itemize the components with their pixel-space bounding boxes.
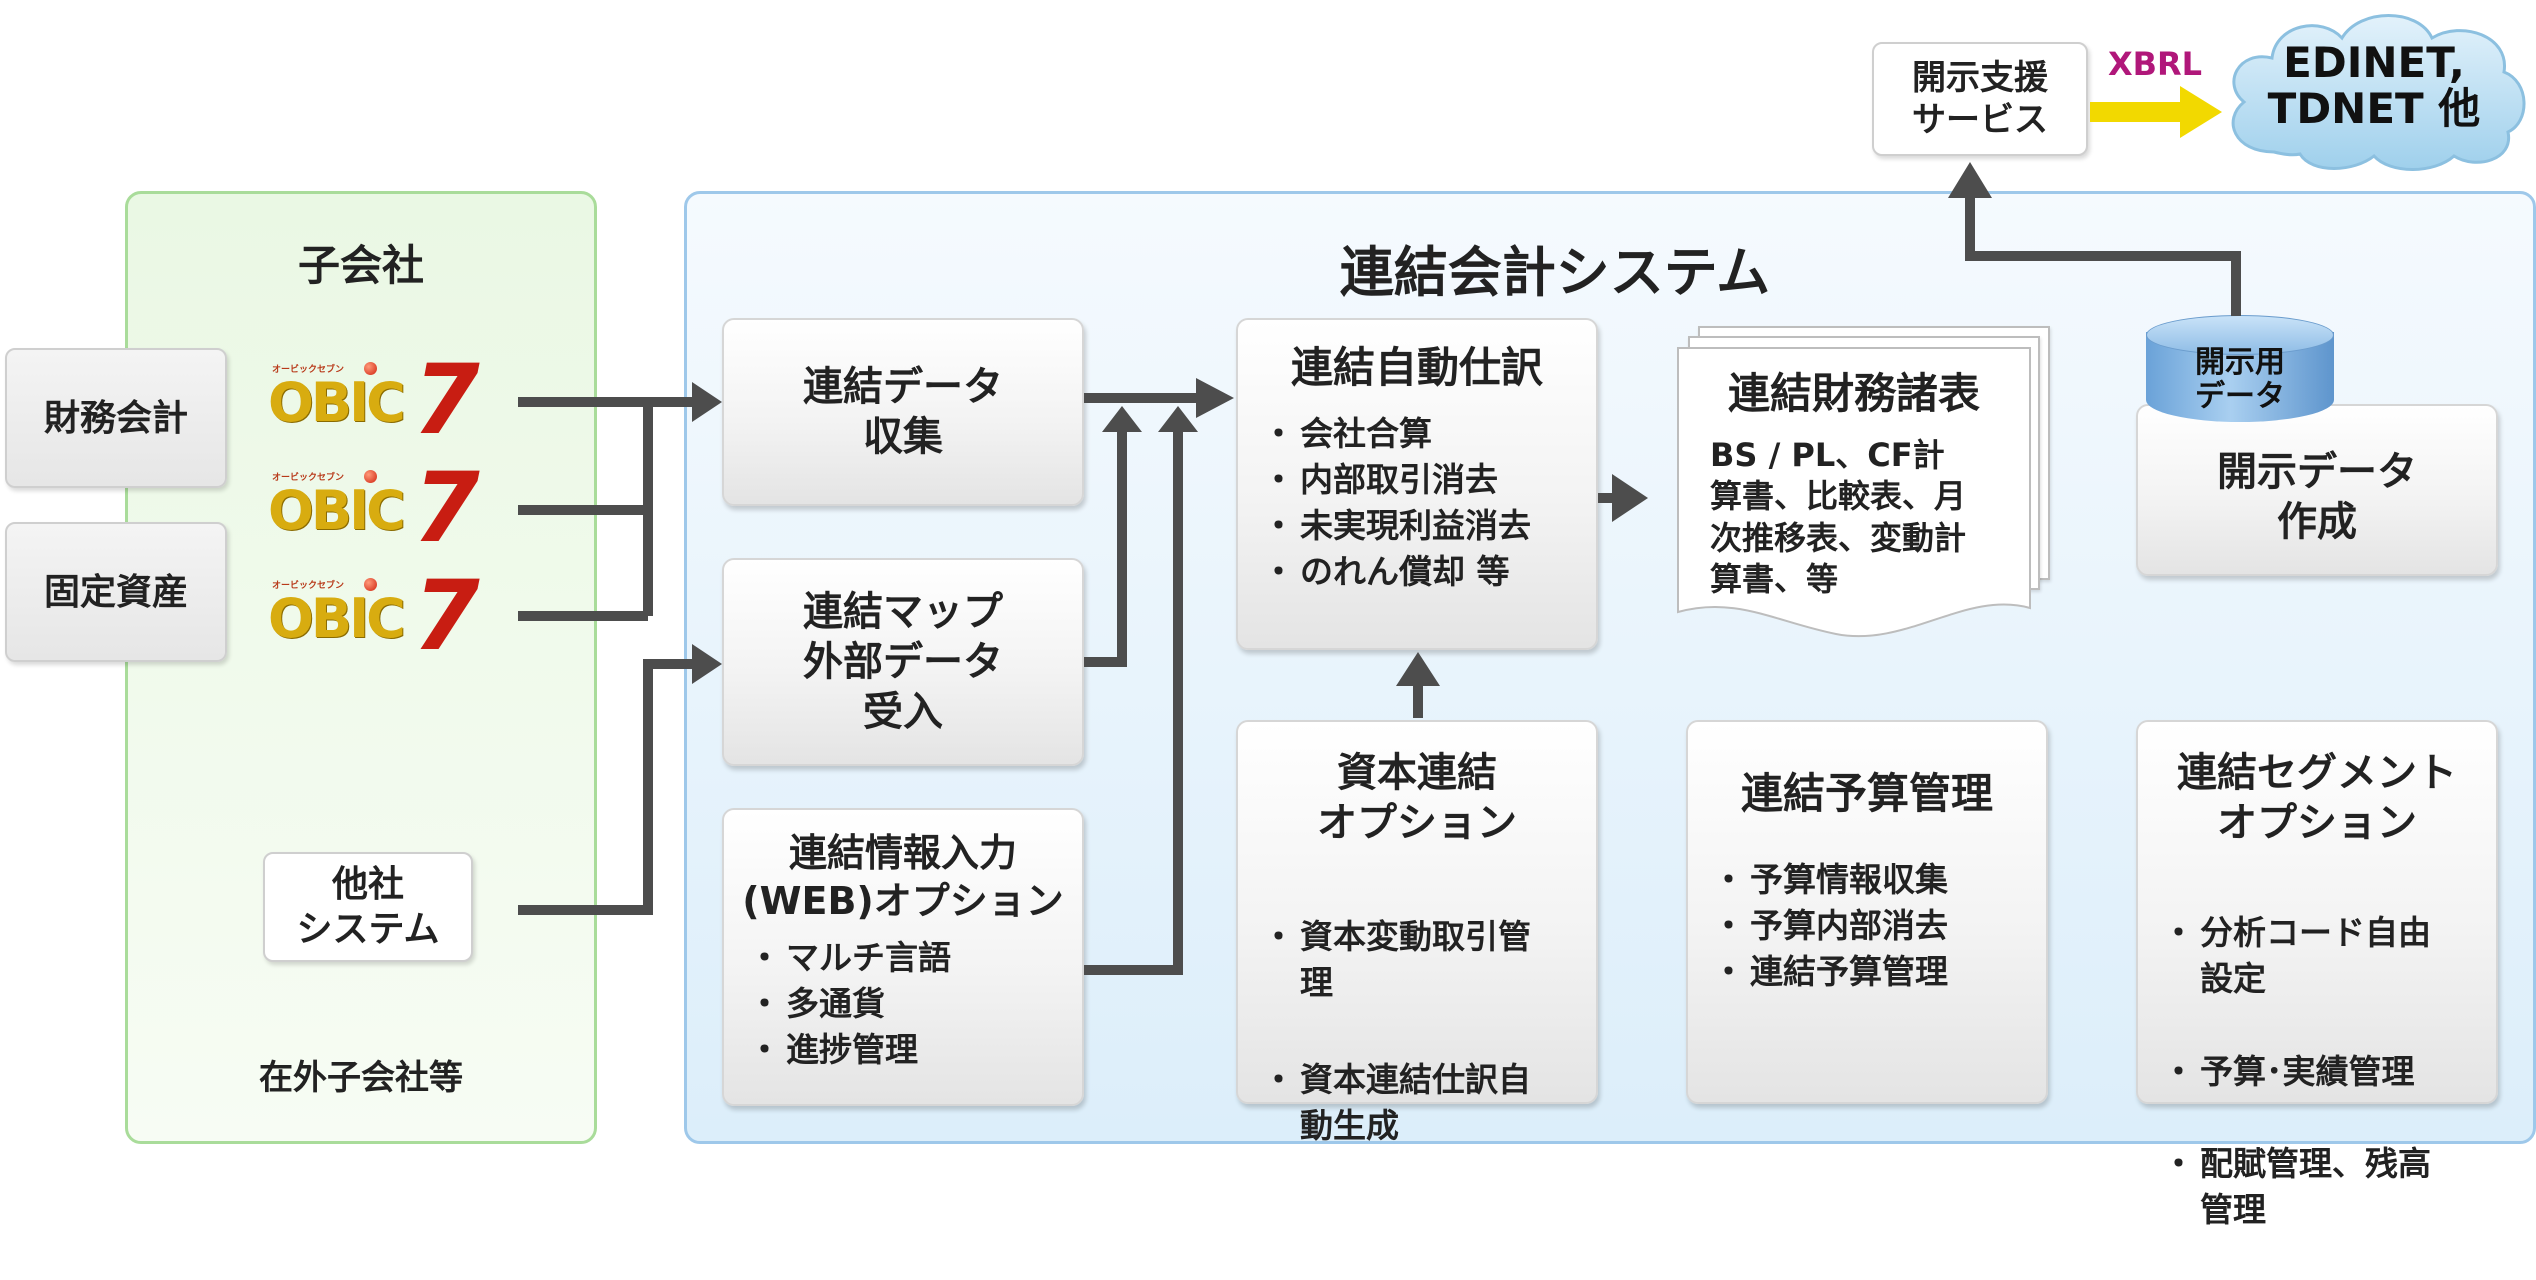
subsidiary-footer: 在外子会社等 xyxy=(259,1058,463,1098)
financial-statements-title: 連結財務諸表 xyxy=(1727,369,1980,418)
financial-accounting-box: 財務会計 xyxy=(5,348,227,488)
fixed-assets-box: 固定資産 xyxy=(5,522,227,662)
list-item: マルチ言語 xyxy=(748,935,1082,981)
other-system-label: 他社 システム xyxy=(296,864,440,950)
disclosure-support-box: 開示支援 サービス xyxy=(1872,42,2088,156)
disclosure-data-title: 開示データ 作成 xyxy=(2217,449,2417,545)
auto-journal-title: 連結自動仕訳 xyxy=(1290,343,1543,392)
list-item: 予算･実績管理 xyxy=(2162,1049,2496,1095)
financial-statements-body: BS / PL、CF計 算書、比較表、月 次推移表、変動計 算書、等 xyxy=(1710,435,1967,599)
budget-management-box: 連結予算管理 予算情報収集 予算内部消去 連結予算管理 xyxy=(1686,720,2048,1104)
capital-option-title: 資本連結 オプション xyxy=(1317,750,1517,846)
capital-option-box: 資本連結 オプション 資本変動取引管 理 資本連結仕訳自 動生成 xyxy=(1236,720,1598,1145)
disclosure-support-title: 開示支援 サービス xyxy=(1912,57,2048,141)
financial-accounting-label: 財務会計 xyxy=(43,397,188,439)
auto-journal-list: 会社合算 内部取引消去 未実現利益消去 のれん償却 等 xyxy=(1262,411,1596,596)
consolidated-system-title: 連結会計システム xyxy=(1339,241,1771,304)
list-item: 連結予算管理 xyxy=(1712,949,2046,995)
connector-arrows xyxy=(518,86,2241,975)
budget-management-title: 連結予算管理 xyxy=(1740,769,1993,818)
list-item: 会社合算 xyxy=(1262,411,1596,457)
list-item: 多通貨 xyxy=(748,981,1082,1027)
web-input-title: 連結情報入力 (WEB)オプション xyxy=(742,831,1064,923)
list-item: のれん償却 等 xyxy=(1262,549,1596,595)
web-input-list: マルチ言語 多通貨 進捗管理 xyxy=(748,935,1082,1074)
disclosure-data-store-label: 開示用 データ xyxy=(2195,344,2285,414)
web-input-box: 連結情報入力 (WEB)オプション マルチ言語 多通貨 進捗管理 xyxy=(722,808,1084,1106)
xbrl-label: XBRL xyxy=(2107,45,2203,83)
auto-journal-box: 連結自動仕訳 会社合算 内部取引消去 未実現利益消去 のれん償却 等 xyxy=(1236,318,1598,650)
segment-option-title: 連結セグメント オプション xyxy=(2177,750,2457,846)
list-item: 内部取引消去 xyxy=(1262,457,1596,503)
other-system-box: 他社 システム xyxy=(263,852,473,962)
list-item: 資本変動取引管 理 xyxy=(1262,914,1596,1006)
financial-statements-document: 連結財務諸表 BS / PL、CF計 算書、比較表、月 次推移表、変動計 算書、… xyxy=(1676,346,2032,646)
capital-option-list: 資本変動取引管 理 資本連結仕訳自 動生成 xyxy=(1262,868,1596,1195)
data-collection-title: 連結データ 収集 xyxy=(803,364,1003,460)
map-import-title: 連結マップ 外部データ 受入 xyxy=(803,589,1003,735)
list-item: 未実現利益消去 xyxy=(1262,503,1596,549)
subsidiary-title: 子会社 xyxy=(297,241,424,290)
cloud-label: EDINET, TDNET 他 xyxy=(2267,37,2481,133)
list-item: 配賦管理、残高 管理 xyxy=(2162,1141,2496,1233)
list-item: 予算情報収集 xyxy=(1712,857,2046,903)
disclosure-data-box: 開示データ 作成 xyxy=(2136,404,2498,576)
list-item: 進捗管理 xyxy=(748,1027,1082,1073)
budget-management-list: 予算情報収集 予算内部消去 連結予算管理 xyxy=(1712,857,2046,996)
fixed-assets-label: 固定資産 xyxy=(43,571,188,613)
list-item: 予算内部消去 xyxy=(1712,903,2046,949)
list-item: 分析コード自由 設定 xyxy=(2162,910,2496,1002)
data-collection-box: 連結データ 収集 xyxy=(722,318,1084,506)
map-import-box: 連結マップ 外部データ 受入 xyxy=(722,558,1084,766)
list-item: 資本連結仕訳自 動生成 xyxy=(1262,1057,1596,1149)
cloud-icon xyxy=(2231,14,2526,171)
